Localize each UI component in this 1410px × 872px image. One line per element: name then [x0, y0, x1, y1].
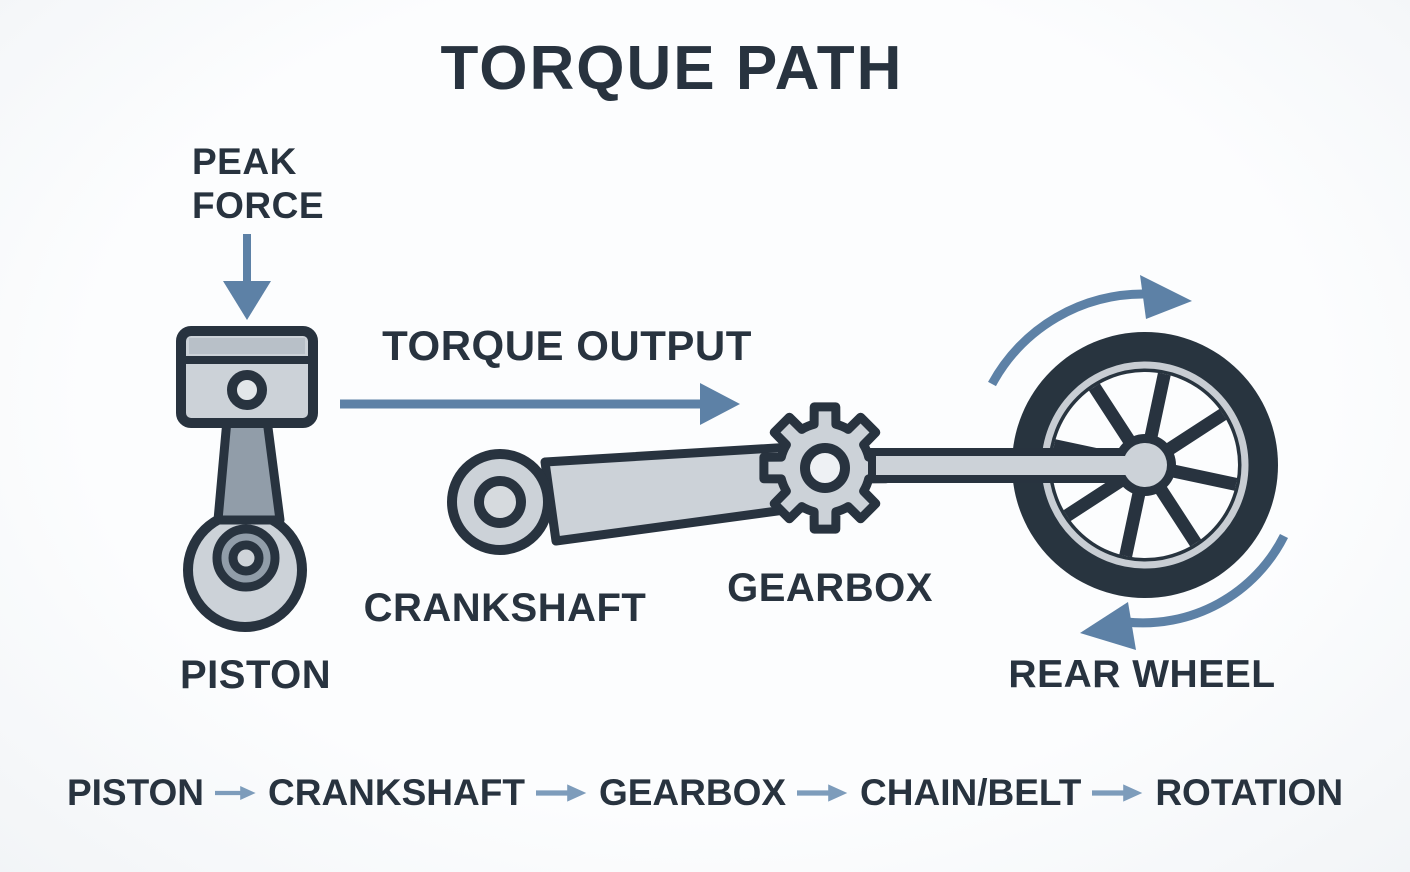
torque-output-label: TORQUE OUTPUT	[382, 322, 752, 369]
flow-step-chain-belt: CHAIN/BELT	[860, 772, 1082, 813]
crankshaft-label: CRANKSHAFT	[363, 586, 647, 630]
flow-step-rotation: ROTATION	[1155, 772, 1344, 813]
rotation-arc-bottom-icon	[1080, 533, 1289, 650]
peak-force-line1: PEAK	[192, 141, 297, 182]
wheel-hub	[1123, 443, 1167, 487]
page-title: TORQUE PATH	[440, 34, 904, 103]
flow-step-crankshaft: CRANKSHAFT	[268, 772, 525, 813]
piston-label: PISTON	[180, 653, 332, 697]
piston-illustration	[176, 326, 318, 632]
flow-sequence: PISTON CRANKSHAFT GEARBOX CHAIN/BELT ROT…	[0, 772, 1410, 814]
flow-arrow-icon	[1092, 784, 1143, 802]
gearbox-label: GEARBOX	[727, 566, 933, 610]
flow-arrow-icon	[535, 784, 587, 802]
rotation-arc-top-icon	[988, 275, 1192, 387]
flow-arrow-icon	[797, 784, 848, 802]
peak-force-label: PEAK FORCE	[192, 140, 324, 228]
peak-force-arrow-icon	[223, 234, 271, 320]
flow-step-piston: PISTON	[66, 772, 205, 813]
flow-step-gearbox: GEARBOX	[598, 772, 787, 813]
peak-force-line2: FORCE	[192, 185, 324, 226]
axle-shaft	[868, 448, 1152, 483]
rear-wheel-label: REAR WHEEL	[1008, 653, 1276, 696]
crankshaft-illustration	[447, 442, 797, 555]
flow-arrow-icon	[215, 786, 256, 800]
torque-output-arrow-icon	[340, 383, 740, 425]
gearbox-gear-icon	[759, 402, 891, 534]
